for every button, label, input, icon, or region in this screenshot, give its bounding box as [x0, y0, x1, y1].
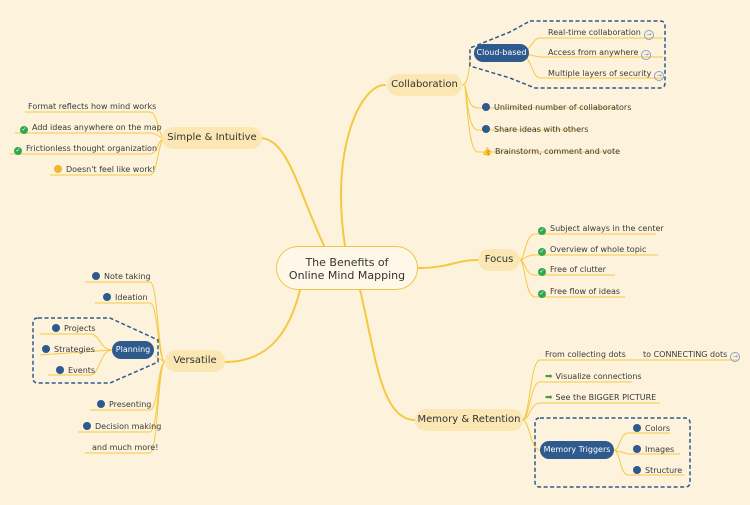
thumbs-up-icon: 👍	[482, 147, 492, 156]
memory-item-label: to CONNECTING dots	[643, 350, 728, 359]
memory-item-bigger-picture[interactable]: ➡See the BIGGER PICTURE	[545, 393, 656, 403]
focus-item-flow[interactable]: ✓ Free flow of ideas	[538, 287, 620, 298]
central-topic-line2: Online Mind Mapping	[288, 269, 406, 282]
topic-memory-retention[interactable]: Memory & Retention	[415, 409, 523, 431]
collab-item-brainstorm[interactable]: 👍Brainstorm, comment and vote	[482, 147, 620, 157]
cloud-item-realtime[interactable]: Real-time collaboration→	[548, 28, 654, 40]
simple-item-add-ideas[interactable]: ✓ Add ideas anywhere on the map	[20, 123, 162, 134]
cloud-item-label: Multiple layers of security	[548, 69, 652, 78]
arrow-link-icon[interactable]: →	[730, 352, 741, 362]
right-arrow-icon: ➡	[545, 393, 553, 403]
focus-item-label: Free of clutter	[550, 265, 606, 274]
checkmark-icon: ✓	[20, 126, 28, 134]
collab-item-label: Share ideas with others	[494, 125, 589, 134]
dot-icon	[482, 125, 490, 133]
planning-item-strategies[interactable]: Strategies	[42, 345, 95, 355]
cloud-item-access[interactable]: Access from anywhere→	[548, 48, 652, 60]
collab-item-share[interactable]: Share ideas with others	[482, 125, 588, 135]
planning-item-label: Events	[68, 366, 96, 375]
memory-item-to-dots[interactable]: to CONNECTING dots→	[643, 350, 741, 362]
simple-item-label: Doesn't feel like work!	[66, 165, 156, 174]
versatile-item-more[interactable]: and much more!	[92, 443, 158, 453]
simple-item-label: Add ideas anywhere on the map	[32, 123, 162, 132]
focus-item-clutter[interactable]: ✓ Free of clutter	[538, 265, 606, 276]
dot-icon	[482, 103, 490, 111]
cloud-item-security[interactable]: Multiple layers of security→	[548, 69, 665, 81]
dot-icon	[633, 424, 641, 432]
planning-item-projects[interactable]: Projects	[52, 324, 96, 334]
dot-icon	[633, 466, 641, 474]
collab-item-label: Unlimited number of collaborators	[494, 103, 632, 112]
memory-item-label: See the BIGGER PICTURE	[555, 393, 657, 402]
planning-node[interactable]: Planning	[112, 341, 154, 359]
planning-item-events[interactable]: Events	[56, 366, 95, 376]
versatile-item-label: and much more!	[92, 443, 159, 452]
trigger-item-label: Images	[645, 445, 675, 454]
simple-item-frictionless[interactable]: ✓ Frictionless thought organization	[14, 144, 157, 155]
smiley-icon	[54, 165, 62, 173]
focus-item-label: Free flow of ideas	[550, 287, 621, 296]
simple-item-label: Frictionless thought organization	[26, 144, 158, 153]
checkmark-icon: ✓	[538, 248, 546, 256]
trigger-item-images[interactable]: Images	[633, 445, 674, 455]
memory-item-from-dots[interactable]: From collecting dots	[545, 350, 626, 360]
memory-item-visualize[interactable]: ➡Visualize connections	[545, 372, 642, 382]
versatile-item-label: Decision making	[95, 422, 162, 431]
dot-icon	[92, 272, 100, 280]
memory-item-label: From collecting dots	[545, 350, 626, 359]
trigger-item-colors[interactable]: Colors	[633, 424, 670, 434]
cloud-item-label: Access from anywhere	[548, 48, 639, 57]
trigger-item-label: Structure	[645, 466, 683, 475]
arrow-link-icon[interactable]: →	[654, 71, 665, 81]
focus-item-label: Overview of whole topic	[550, 245, 647, 254]
checkmark-icon: ✓	[538, 268, 546, 276]
dot-icon	[52, 324, 60, 332]
dot-icon	[633, 445, 641, 453]
dot-icon	[83, 422, 91, 430]
topic-versatile[interactable]: Versatile	[165, 350, 225, 372]
collab-item-label: Brainstorm, comment and vote	[494, 147, 620, 156]
checkmark-icon: ✓	[538, 290, 546, 298]
dot-icon	[103, 293, 111, 301]
dot-icon	[42, 345, 50, 353]
dot-icon	[56, 366, 64, 374]
topic-simple-intuitive[interactable]: Simple & Intuitive	[162, 127, 262, 149]
versatile-item-label: Ideation	[115, 293, 148, 302]
right-arrow-icon: ➡	[545, 372, 553, 382]
topic-collaboration[interactable]: Collaboration	[387, 74, 462, 96]
versatile-item-label: Note taking	[104, 272, 151, 281]
focus-item-label: Subject always in the center	[550, 224, 664, 233]
planning-item-label: Strategies	[54, 345, 95, 354]
focus-item-overview[interactable]: ✓ Overview of whole topic	[538, 245, 646, 256]
topic-focus[interactable]: Focus	[478, 249, 520, 271]
trigger-item-label: Colors	[645, 424, 671, 433]
collab-item-unlimited[interactable]: Unlimited number of collaborators	[482, 103, 631, 113]
simple-item-not-work[interactable]: Doesn't feel like work!	[54, 165, 155, 175]
cloud-item-label: Real-time collaboration	[548, 28, 641, 37]
simple-item-format[interactable]: Format reflects how mind works	[28, 102, 156, 112]
focus-item-center[interactable]: ✓ Subject always in the center	[538, 224, 664, 235]
central-topic-line1: The Benefits of	[305, 256, 389, 269]
versatile-item-decision[interactable]: Decision making	[83, 422, 161, 432]
versatile-item-note-taking[interactable]: Note taking	[92, 272, 151, 282]
arrow-link-icon[interactable]: →	[641, 50, 652, 60]
dot-icon	[97, 400, 105, 408]
trigger-item-structure[interactable]: Structure	[633, 466, 682, 476]
memory-item-label: Visualize connections	[555, 372, 642, 381]
memory-triggers-node[interactable]: Memory Triggers	[540, 441, 614, 459]
central-topic[interactable]: The Benefits of Online Mind Mapping	[276, 246, 418, 290]
planning-item-label: Projects	[64, 324, 96, 333]
cloud-based-node[interactable]: Cloud-based	[474, 44, 529, 62]
versatile-item-ideation[interactable]: Ideation	[103, 293, 148, 303]
checkmark-icon: ✓	[14, 147, 22, 155]
versatile-item-presenting[interactable]: Presenting	[97, 400, 151, 410]
arrow-link-icon[interactable]: →	[643, 30, 654, 40]
simple-item-label: Format reflects how mind works	[28, 102, 157, 111]
versatile-item-label: Presenting	[109, 400, 152, 409]
checkmark-icon: ✓	[538, 227, 546, 235]
